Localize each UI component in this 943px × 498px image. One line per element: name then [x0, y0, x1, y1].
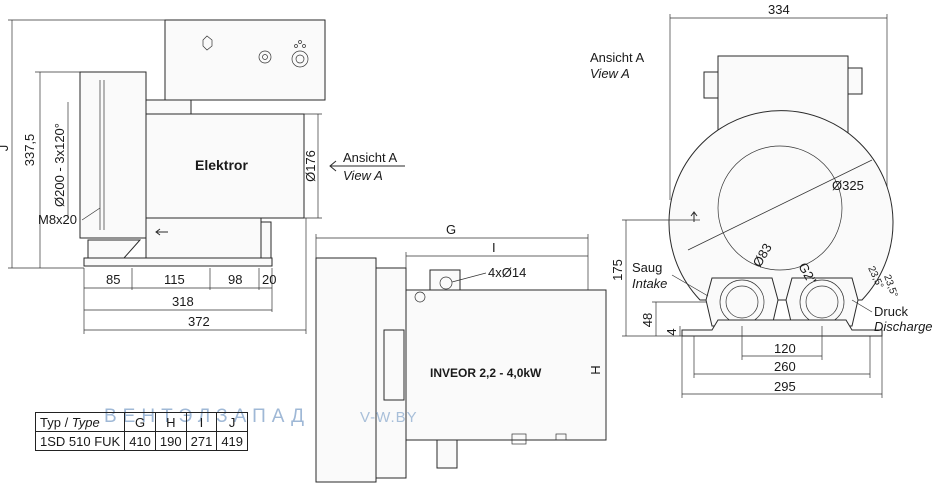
top-view: INVEOR 2,2 - 4,0kW G I 4xØ14 H — [315, 222, 607, 483]
motor-top — [405, 289, 607, 441]
discharge-port — [785, 277, 859, 327]
hex-nut-icon — [202, 35, 213, 51]
dim-175: 175 — [610, 259, 625, 281]
cell-type: 1SD 510 FUK — [34, 431, 126, 451]
dim-holes: 4xØ14 — [488, 265, 526, 280]
dim-h: H — [588, 365, 603, 374]
blower-housing-top — [315, 257, 377, 483]
motor-model-label: INVEOR 2,2 - 4,0kW — [430, 366, 542, 380]
dim-372: 372 — [188, 314, 210, 329]
dim-height-total: 337,5 — [22, 134, 37, 167]
spec-table: Typ / Type G H I J 1SD 510 FUK 410 190 2… — [34, 412, 249, 451]
dim-334: 334 — [768, 2, 790, 17]
flow-arrow-icon — [155, 228, 168, 236]
dim-120: 120 — [774, 341, 796, 356]
cell-g: 410 — [124, 431, 156, 451]
side-view: Elektror 337,5 J Ø200 - 3x120° M8x20 Ø17… — [0, 19, 405, 334]
header-type-en: Type — [71, 414, 100, 430]
front-housing — [668, 110, 894, 301]
front-view-title-en: View A — [590, 66, 630, 81]
dim-295: 295 — [774, 379, 796, 394]
dim-115: 115 — [164, 272, 185, 287]
dim-g: G — [446, 222, 456, 237]
cable-gland-icon — [258, 50, 272, 64]
dim-318: 318 — [172, 294, 194, 309]
mount-hole-icon — [439, 276, 453, 290]
watermark-site: V-W.BY — [360, 409, 418, 426]
header-j: J — [216, 412, 249, 432]
front-view: Ansicht A View A 334 Ø325 Ø83 G2" 23,5° — [590, 2, 933, 398]
dim-85: 85 — [106, 272, 120, 287]
dim-j: J — [0, 145, 11, 152]
intake-port — [705, 277, 779, 327]
discharge-label-de: Druck — [874, 304, 908, 319]
header-h: H — [154, 412, 187, 432]
view-arrow-icon — [329, 160, 337, 172]
view-a-label-de: Ansicht A — [343, 150, 398, 165]
dim-260: 260 — [774, 359, 796, 374]
header-i: I — [185, 412, 218, 432]
dim-48: 48 — [640, 313, 655, 327]
cell-i: 271 — [185, 431, 218, 451]
intake-label-de: Saug — [632, 260, 662, 275]
motor-brand-label: Elektror — [195, 157, 248, 173]
discharge-label-en: Discharge — [874, 319, 933, 334]
terminal-box — [164, 19, 326, 101]
dim-i: I — [492, 240, 496, 255]
foot-left — [87, 239, 142, 259]
terminal-top — [429, 269, 461, 291]
dim-20: 20 — [262, 272, 276, 287]
dim-bolt: M8x20 — [38, 212, 77, 227]
dim-flange: Ø200 - 3x120° — [52, 123, 67, 207]
cable-gland-large-icon — [291, 50, 309, 68]
base-block — [145, 217, 262, 261]
dim-98: 98 — [228, 272, 242, 287]
view-a-label-en: View A — [343, 168, 383, 183]
cell-h: 190 — [154, 431, 187, 451]
dim-motor-diameter: Ø176 — [303, 150, 318, 182]
table-row: 1SD 510 FUK 410 190 271 419 — [34, 431, 249, 451]
dim-4: 4 — [664, 328, 679, 335]
blower-housing — [79, 71, 147, 239]
mount-plate — [145, 99, 192, 115]
header-type-de: Typ / — [40, 414, 72, 430]
base-rail — [83, 257, 273, 267]
motor-face — [717, 145, 843, 271]
cell-j: 419 — [216, 431, 249, 451]
front-view-title-de: Ansicht A — [590, 50, 645, 65]
intake-label-en: Intake — [632, 276, 667, 291]
dim-325: Ø325 — [832, 178, 864, 193]
spec-table-header: Typ / Type G H I J — [34, 412, 249, 432]
header-g: G — [124, 412, 156, 432]
front-base — [681, 319, 883, 337]
